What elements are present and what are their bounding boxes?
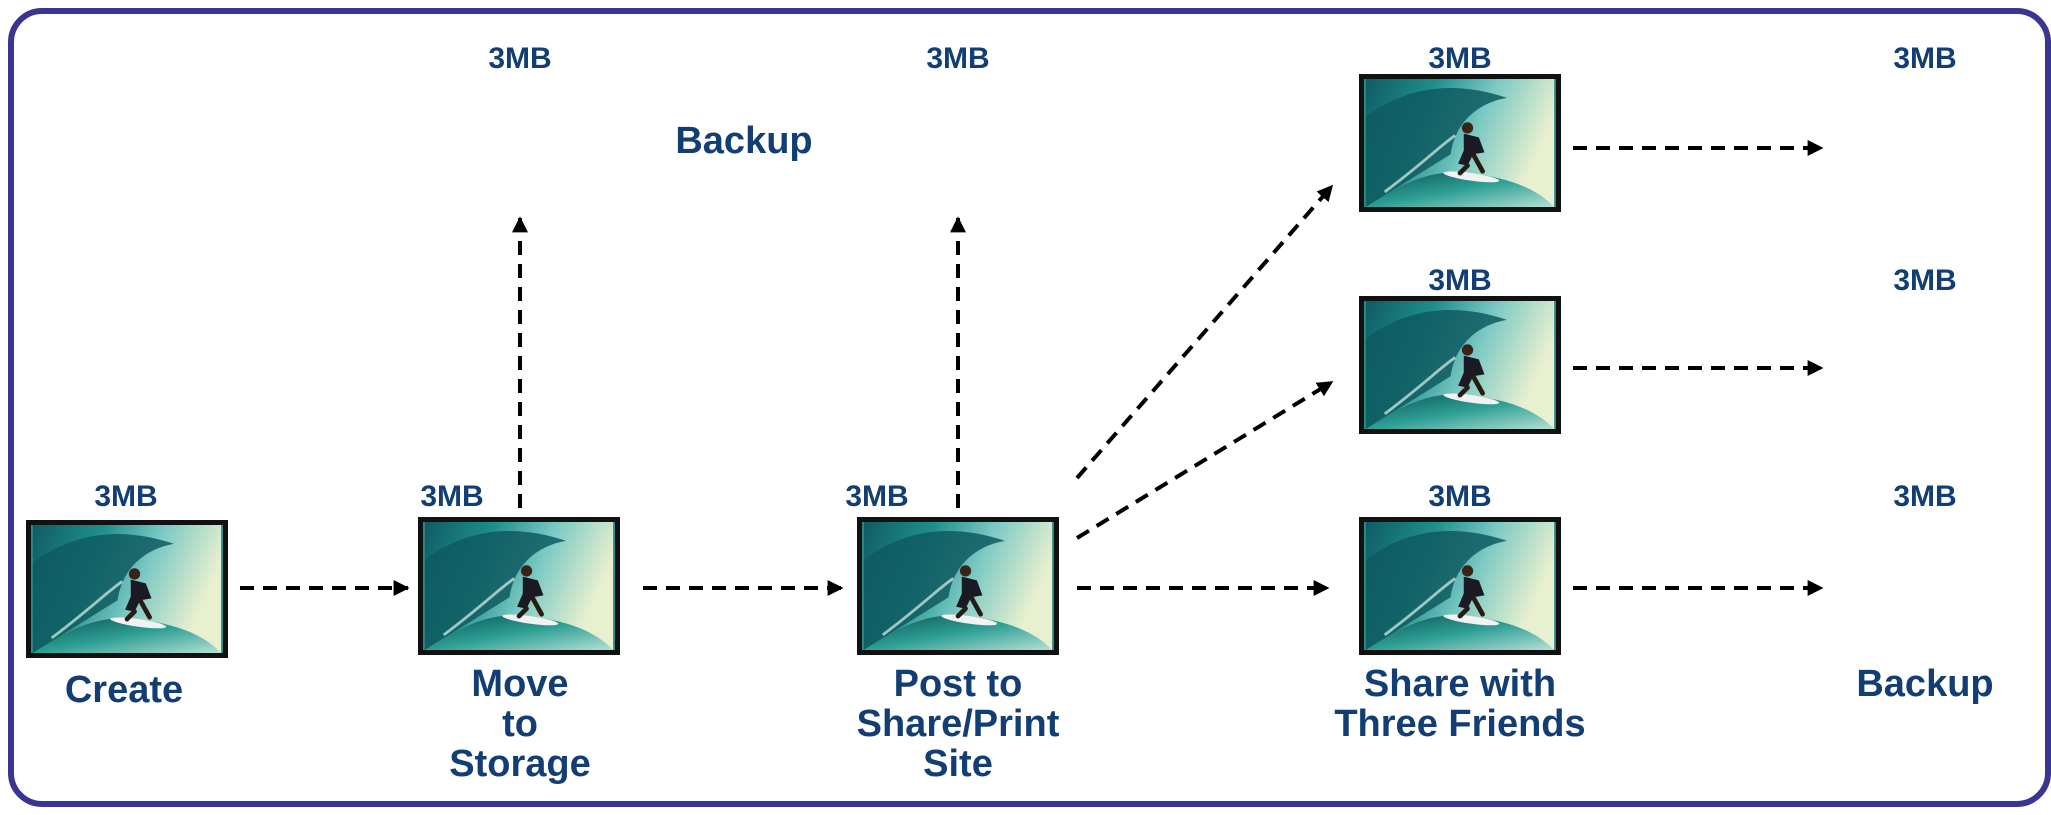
size-label-create: 3MB [94, 480, 158, 513]
diagram-frame [8, 8, 2051, 807]
size-label-friend-2: 3MB [1428, 264, 1492, 297]
backup-label-top: Backup [675, 120, 813, 162]
size-label-backup-3: 3MB [1893, 480, 1957, 513]
size-label-storage-backup: 3MB [488, 42, 552, 75]
photo-create [26, 520, 228, 658]
arrow-site-to-friend-1 [1075, 184, 1334, 480]
photo-friend-2 [1359, 296, 1561, 434]
size-label-backup-2: 3MB [1893, 264, 1957, 297]
size-label-friend-1: 3MB [1428, 42, 1492, 75]
size-label-storage: 3MB [420, 480, 484, 513]
photo-friend-1 [1359, 74, 1561, 212]
arrow-site-to-friend-2 [1075, 380, 1334, 540]
photo-storage [418, 517, 620, 655]
size-label-site-backup: 3MB [926, 42, 990, 75]
stage-label-share-with-friends: Share with Three Friends [1334, 663, 1586, 745]
stage-label-storage: Move to Storage [449, 663, 591, 785]
photo-share-print-site [857, 517, 1059, 655]
photo-friend-3 [1359, 517, 1561, 655]
stage-label-backup: Backup [1856, 663, 1994, 705]
size-label-site: 3MB [845, 480, 909, 513]
stage-label-create: Create [64, 669, 184, 711]
size-label-backup-1: 3MB [1893, 42, 1957, 75]
size-label-friend-3: 3MB [1428, 480, 1492, 513]
stage-label-share-print-site: Post to Share/Print Site [856, 663, 1060, 785]
